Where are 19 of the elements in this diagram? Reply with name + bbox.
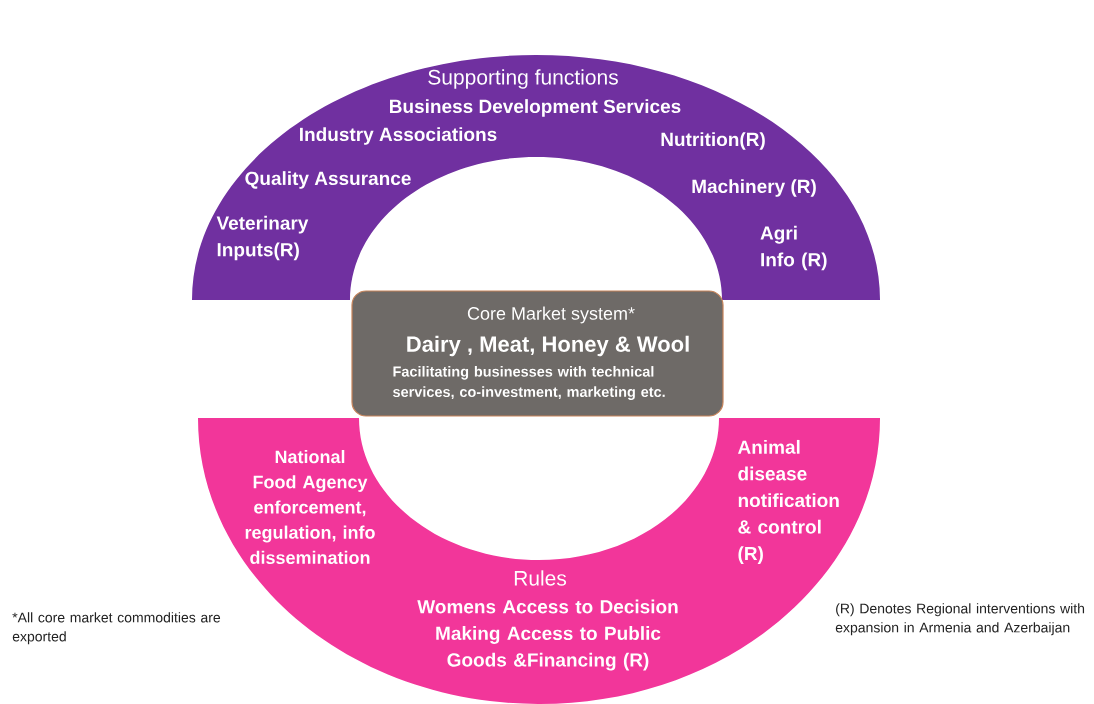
item-label: Agri Info (R) <box>760 225 827 271</box>
item-label: Industry Associations <box>300 127 497 145</box>
item-label: Machinery (R) <box>692 179 816 197</box>
box-description: Facilitating businesses with technical services, co-investment, marketing etc. <box>393 366 665 400</box>
box-heading: Core Market system* <box>467 306 635 324</box>
item-label: Quality Assurance <box>245 171 411 189</box>
band-heading: Supporting functions <box>428 69 618 89</box>
band <box>192 55 880 300</box>
item-label: Animal disease notification & control (R) <box>738 439 839 565</box>
item-label: Business Development Services <box>390 99 681 117</box>
item-label: National Food Agency enforcement, regulation, info dissemination <box>245 450 375 564</box>
band-heading: Rules <box>514 570 567 586</box>
footnote: *All core market commodities are exported <box>12 612 221 645</box>
item-label: Veterinary Inputs(R) <box>216 215 309 261</box>
footnote: (R) Denotes Regional interventions with expansion in Armenia and Azerbaijan <box>835 603 1085 636</box>
item-label: Nutrition(R) <box>661 132 765 150</box>
box-title: Dairy , Meat, Honey & Wool <box>407 335 689 357</box>
core-box <box>351 290 724 417</box>
item-label: Womens Access to Decision Making Access to Public Goods &Financing (R) <box>417 599 678 671</box>
